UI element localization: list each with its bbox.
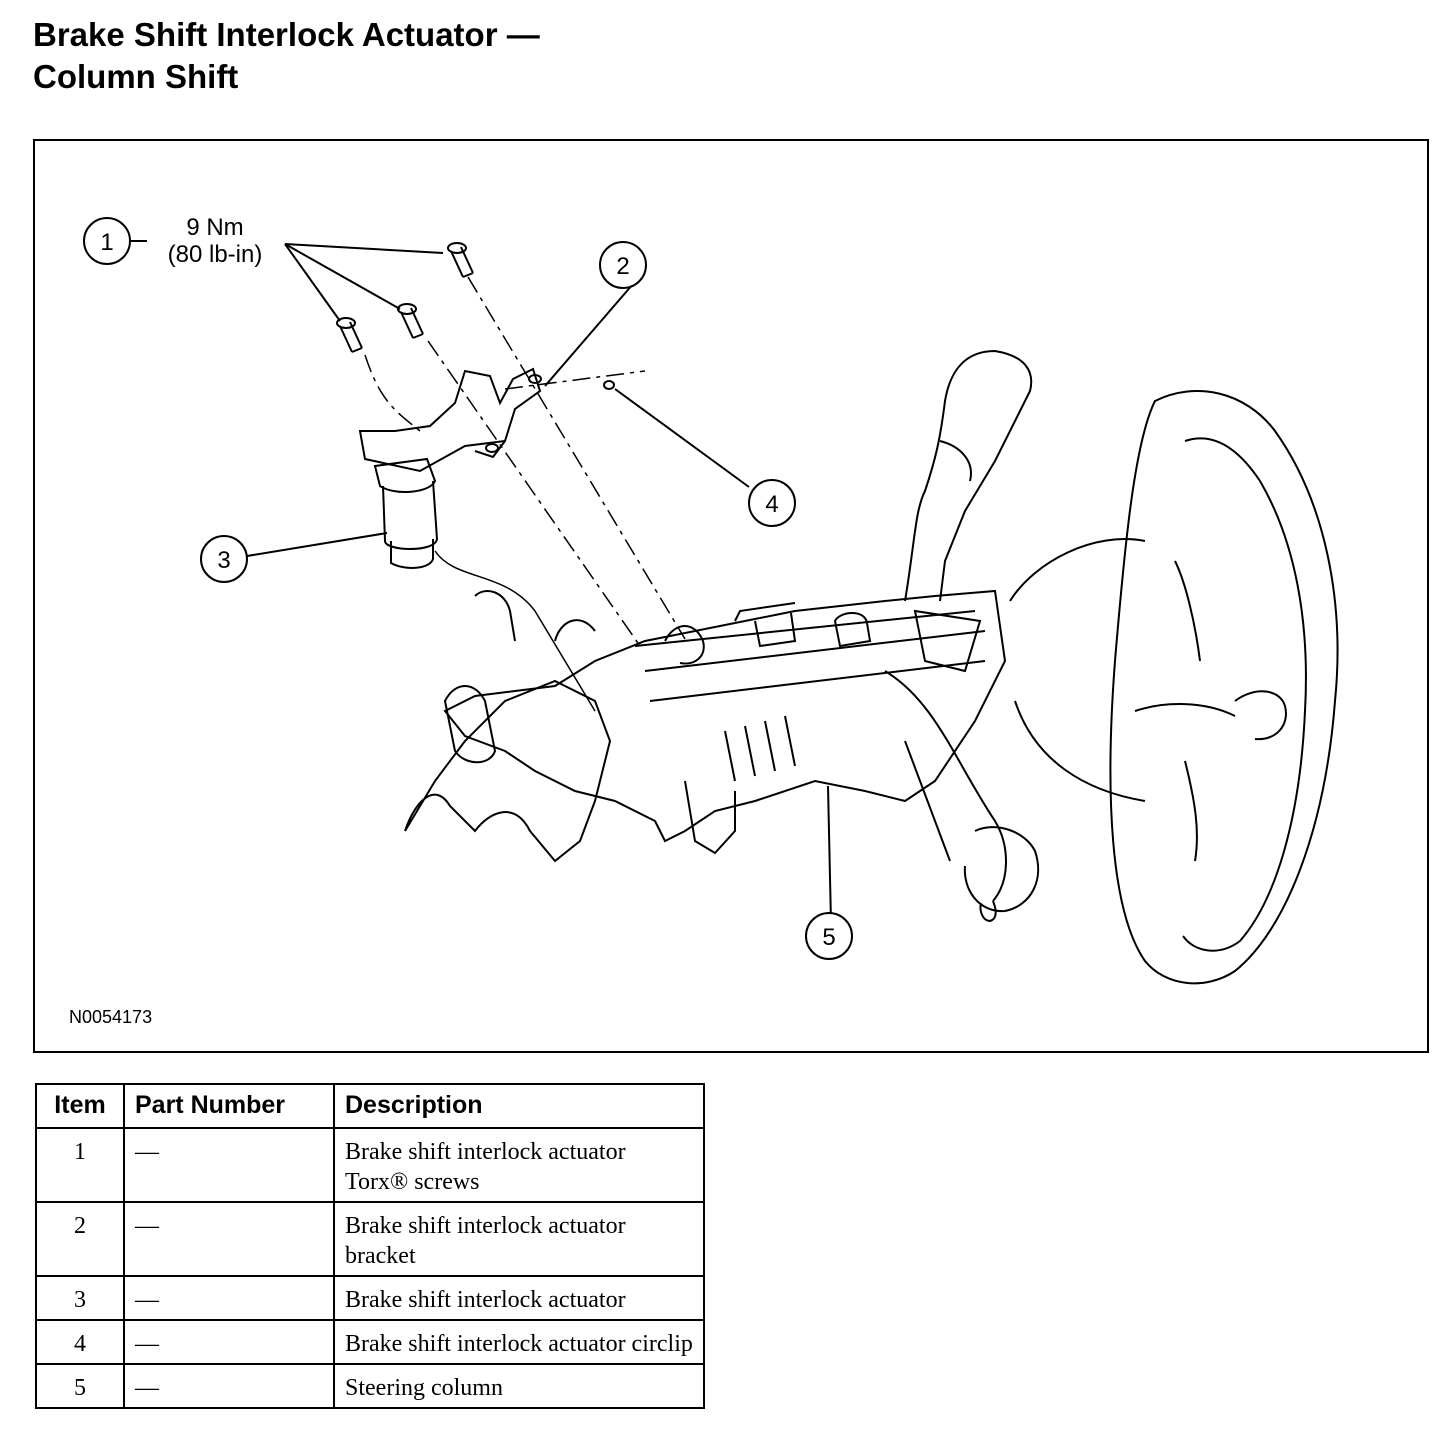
header-item: Item (35, 1083, 125, 1129)
callout-label-5: 5 (822, 924, 835, 951)
callout-label-1: 1 (100, 229, 113, 256)
callout-item-5 (805, 912, 853, 960)
callout-item-2 (599, 241, 647, 289)
table-row: 4 — Brake shift interlock actuator circl… (35, 1319, 705, 1365)
header-part-number: Part Number (123, 1083, 335, 1129)
cell-part-number: — (123, 1275, 335, 1321)
torque-imperial: (80 lb-in) (168, 241, 263, 268)
leader-line-item-3 (246, 532, 388, 557)
callout-label-4: 4 (765, 491, 778, 518)
page-title-line-2: Column Shift (33, 58, 239, 95)
steering-column-illustration: 1 2 3 4 5 9 Nm (80 lb-in) (83, 214, 1339, 985)
circlip-shape (603, 380, 615, 390)
actuator-bracket (358, 367, 542, 473)
leader-line-item-5 (827, 785, 832, 924)
cell-item: 4 (35, 1319, 125, 1365)
cell-item: 1 (35, 1127, 125, 1203)
page-title: Brake Shift Interlock Actuator — Column … (33, 14, 540, 98)
callout-item-4 (748, 479, 796, 527)
callout-item-3 (200, 535, 248, 583)
torque-value: 9 Nm (186, 214, 243, 241)
cell-part-number: — (123, 1127, 335, 1203)
cell-part-number: — (123, 1201, 335, 1277)
cell-item: 3 (35, 1275, 125, 1321)
cell-item: 2 (35, 1201, 125, 1277)
cell-item: 5 (35, 1363, 125, 1409)
table-header-row: Item Part Number Description (35, 1083, 705, 1129)
leader-line-item-4 (614, 388, 750, 488)
leader-line-screw-b (284, 243, 401, 310)
exploded-view-figure: 1 2 3 4 5 9 Nm (80 lb-in) N0054173 (33, 139, 1429, 1053)
cell-description: Brake shift interlock actuator bracket (333, 1201, 705, 1277)
header-description: Description (333, 1083, 705, 1129)
leader-line-item-2 (544, 283, 634, 387)
interlock-actuator-shape (373, 457, 439, 569)
figure-id: N0054173 (69, 1007, 153, 1027)
steering-column-shape (404, 349, 1339, 985)
callout-label-2: 2 (616, 253, 629, 280)
cell-description: Brake shift interlock actuator circlip (333, 1319, 705, 1365)
parts-table: Item Part Number Description 1 — Brake s… (35, 1083, 705, 1409)
torx-screw-icon (447, 242, 474, 278)
cell-description: Steering column (333, 1363, 705, 1409)
torx-screw-icon (336, 317, 363, 353)
callout-label-3: 3 (217, 547, 230, 574)
cell-description: Brake shift interlock actuator (333, 1275, 705, 1321)
table-row: 3 — Brake shift interlock actuator (35, 1275, 705, 1321)
cell-part-number: — (123, 1319, 335, 1365)
page-title-line-1: Brake Shift Interlock Actuator — (33, 16, 540, 53)
leader-line-screw-a (284, 243, 444, 254)
table-row: 5 — Steering column (35, 1363, 705, 1409)
cell-part-number: — (123, 1363, 335, 1409)
table-row: 1 — Brake shift interlock actuator Torx®… (35, 1127, 705, 1203)
leader-line-screw-c (284, 243, 341, 322)
table-row: 2 — Brake shift interlock actuator brack… (35, 1201, 705, 1277)
cell-description: Brake shift interlock actuator Torx® scr… (333, 1127, 705, 1203)
torx-screw-icon (397, 303, 424, 339)
callout-item-1 (83, 217, 131, 265)
